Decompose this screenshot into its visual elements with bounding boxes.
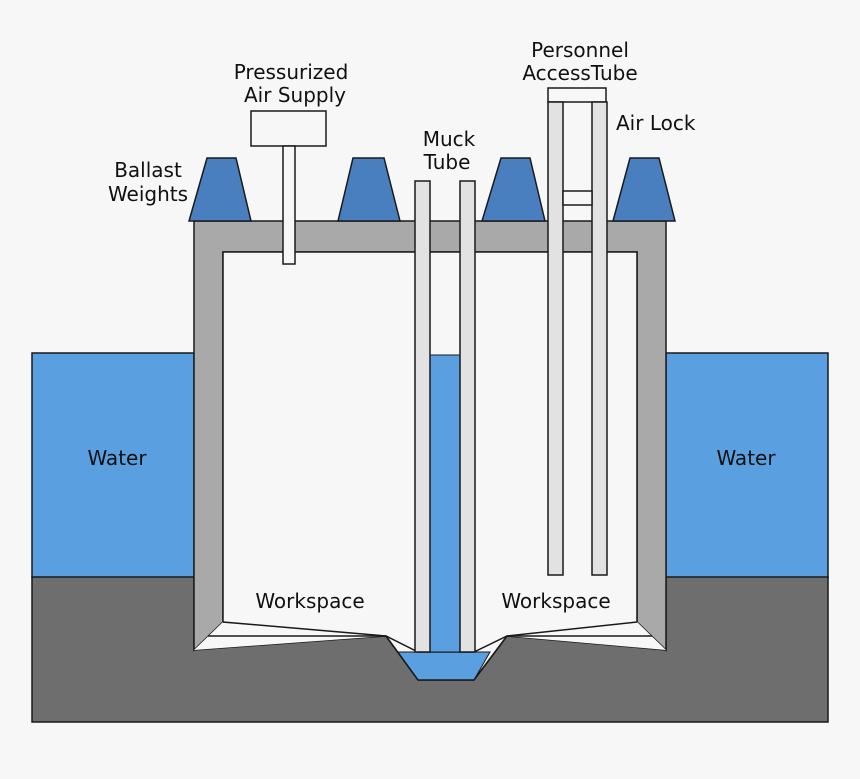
label-water-left: Water — [87, 446, 147, 470]
label-muck-line1: Muck — [423, 127, 476, 151]
access-tube-right-wall — [591, 101, 608, 576]
air-lock-hatch — [562, 190, 593, 206]
label-ballast-line1: Ballast — [114, 158, 182, 182]
label-water-right: Water — [716, 446, 776, 470]
label-muck-line2: Tube — [423, 150, 471, 174]
access-tube-left-wall — [547, 101, 564, 576]
label-pressurized-line1: Pressurized — [234, 60, 349, 84]
ballast-weight-3 — [480, 157, 546, 222]
muck-tube-right-wall — [459, 180, 476, 653]
label-workspace-right: Workspace — [501, 589, 610, 613]
air-supply-box — [250, 110, 327, 147]
label-personnel-line1: Personnel — [531, 38, 629, 62]
access-tube-cap — [547, 87, 607, 103]
ballast-weight-2 — [337, 157, 401, 222]
label-air-lock: Air Lock — [616, 111, 696, 135]
label-workspace-left: Workspace — [255, 589, 364, 613]
muck-tube-water — [429, 354, 461, 653]
ballast-weight-1 — [188, 157, 252, 222]
workspace-outline — [208, 635, 652, 681]
ballast-weight-4 — [612, 157, 676, 222]
muck-tube-left-wall — [414, 180, 431, 653]
air-supply-pipe — [282, 145, 296, 265]
label-pressurized-line2: Air Supply — [244, 83, 346, 107]
water-left — [31, 352, 195, 579]
water-right — [665, 352, 829, 579]
label-ballast-line2: Weights — [108, 182, 188, 206]
label-personnel-line2: AccessTube — [522, 61, 637, 85]
